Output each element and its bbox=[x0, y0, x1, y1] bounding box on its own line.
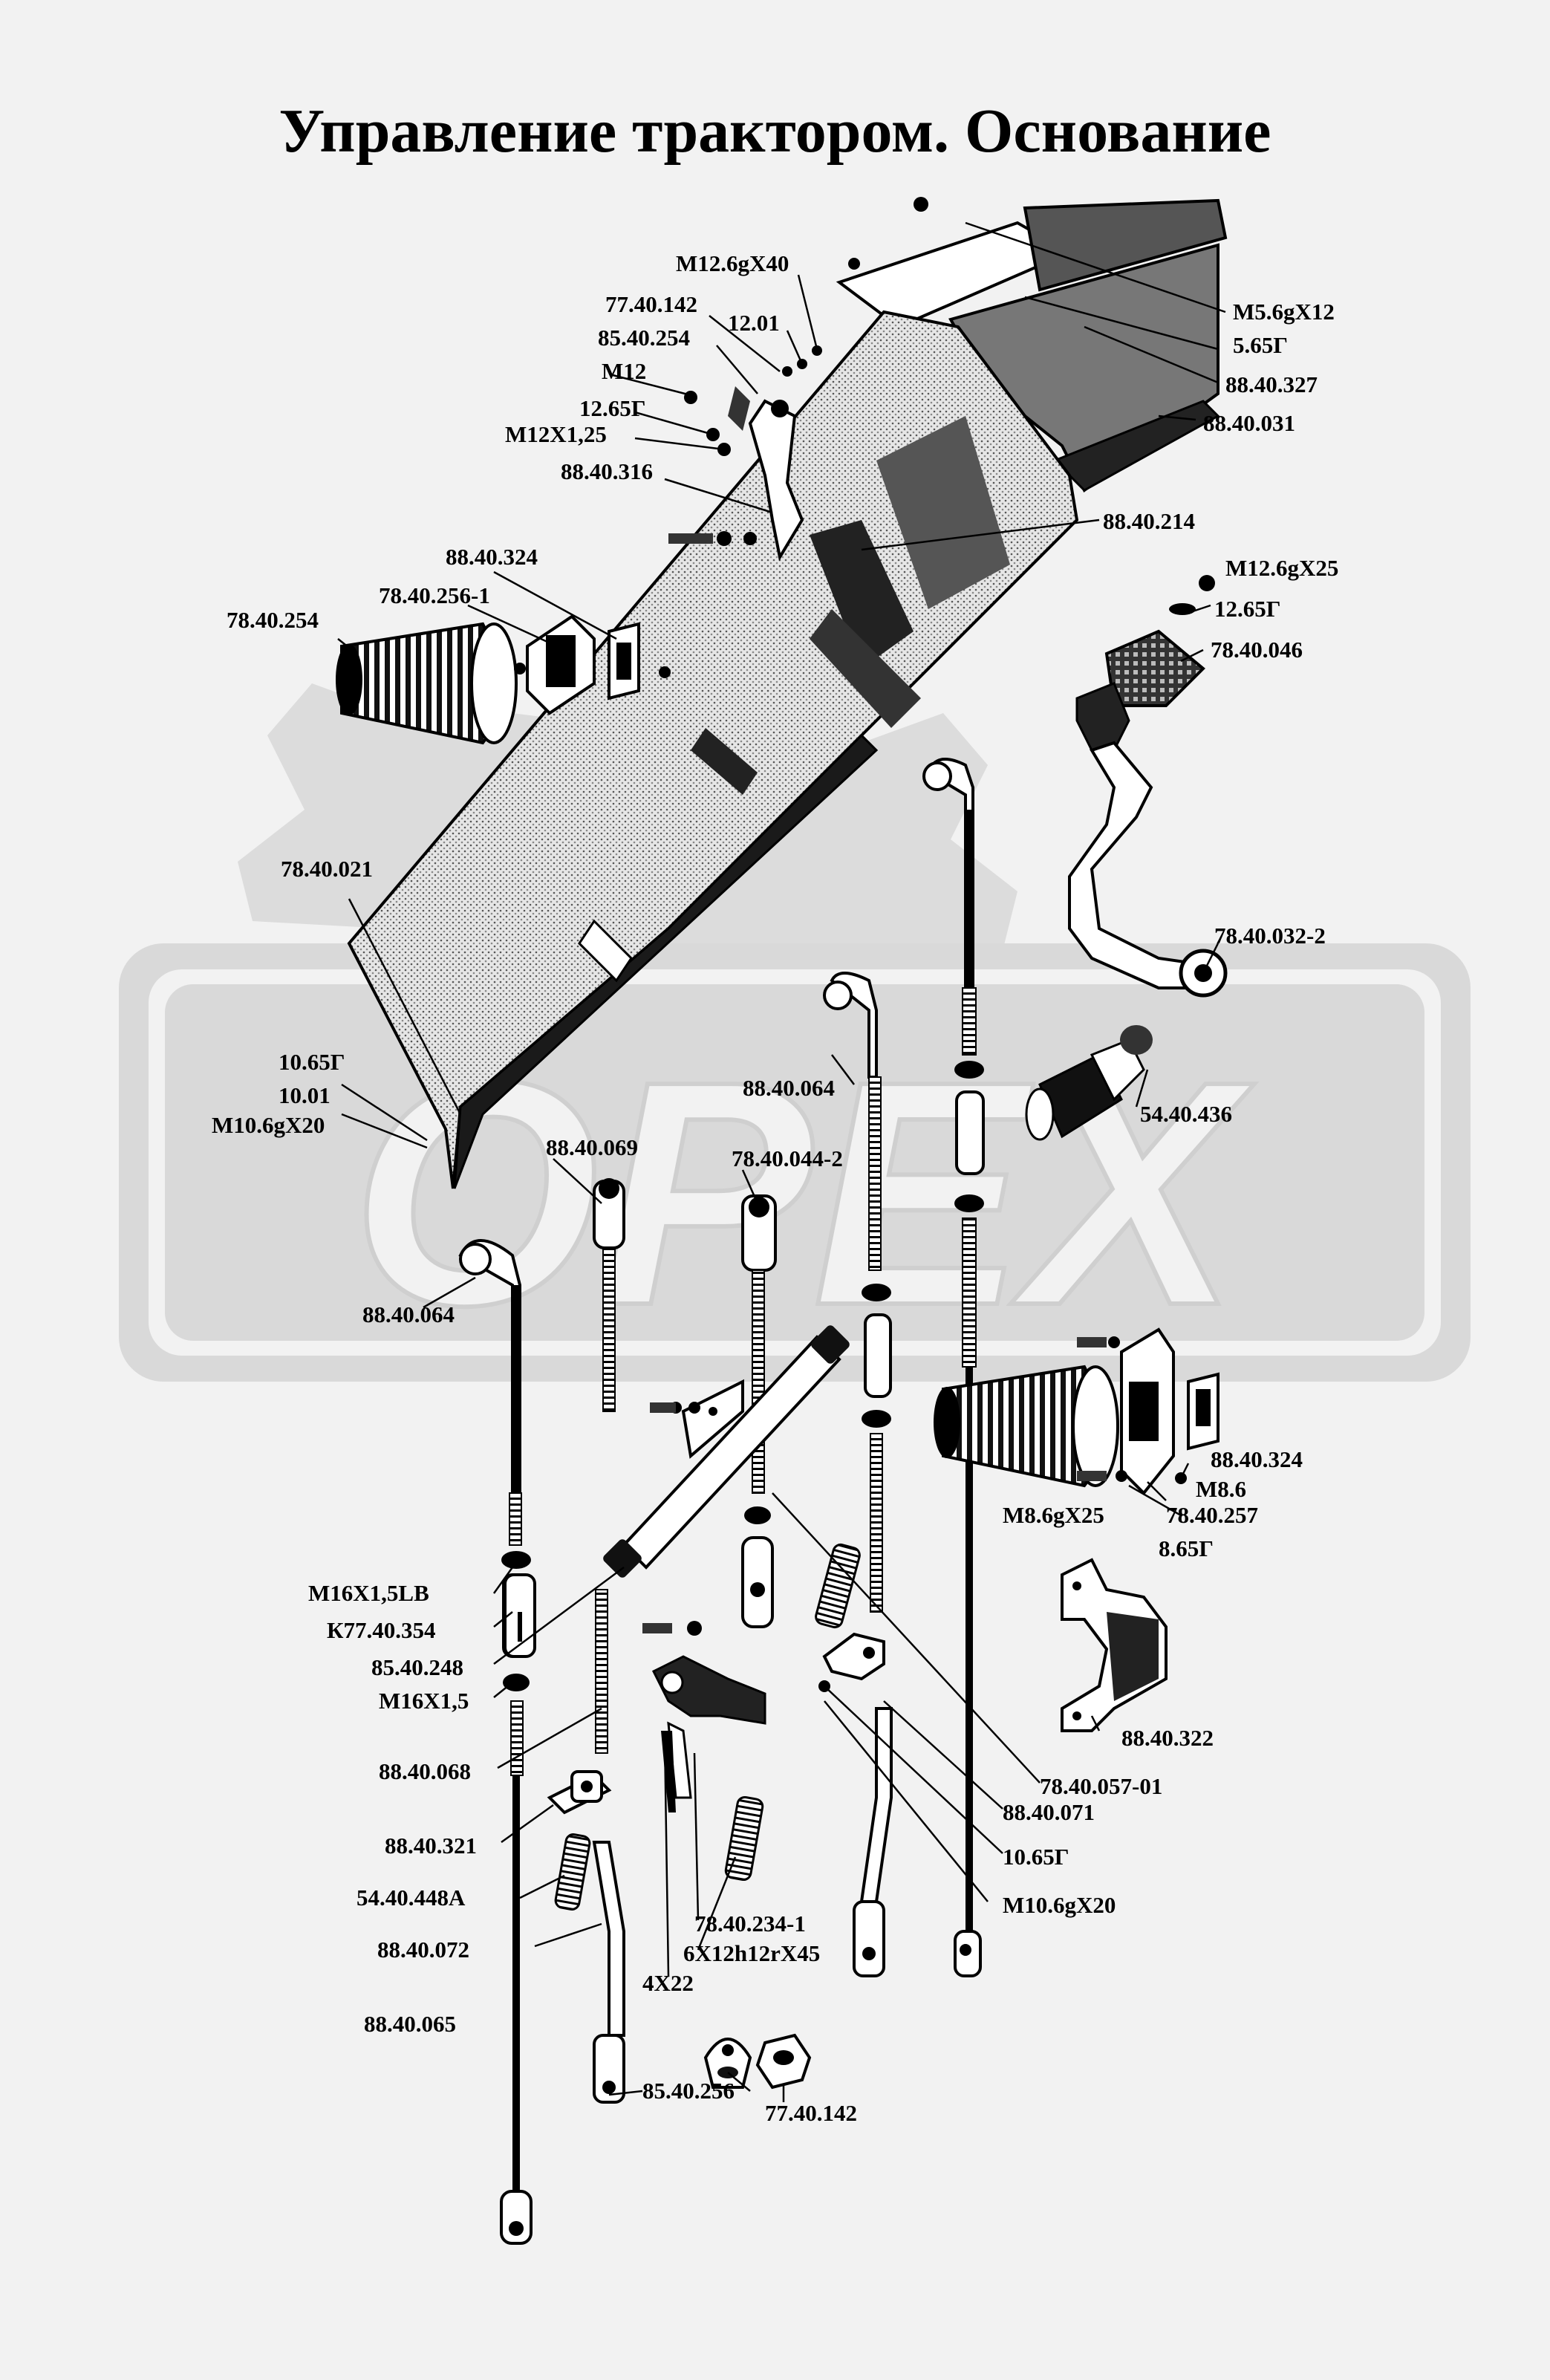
bracket-88-40-322 bbox=[1061, 1558, 1168, 1732]
boot-88-40-324-right bbox=[934, 1327, 1220, 1495]
label-88-40-321: 88.40.321 bbox=[385, 1833, 477, 1859]
label-m8-25: M8.6gX25 bbox=[1003, 1502, 1104, 1528]
label-12-65g-b: 12.65Г bbox=[1214, 596, 1280, 622]
rod-88-40-064-right bbox=[922, 758, 985, 1977]
label-12-65g: 12.65Г bbox=[579, 395, 645, 421]
label-77-40-142-bot: 77.40.142 bbox=[765, 2100, 857, 2126]
bracket-85-40-256 bbox=[703, 2038, 752, 2089]
label-88-40-071: 88.40.071 bbox=[1003, 1799, 1095, 1825]
label-78-40-021: 78.40.021 bbox=[281, 856, 373, 882]
lever-78-40-234-1 bbox=[642, 1621, 766, 1812]
label-m10-20-b: M10.6gX20 bbox=[1003, 1892, 1116, 1918]
rod-78-40-044-2 bbox=[741, 1194, 777, 1628]
label-k77-40-354: К77.40.354 bbox=[327, 1617, 435, 1643]
label-85-40-256: 85.40.256 bbox=[642, 2078, 735, 2104]
label-m12: M12 bbox=[602, 358, 646, 384]
label-12-01: 12.01 bbox=[728, 310, 780, 336]
yoke-k77-40-354 bbox=[504, 1573, 536, 1658]
label-m8-6: M8.6 bbox=[1196, 1476, 1246, 1502]
label-m16x15lb: M16X1,5LB bbox=[308, 1580, 429, 1606]
label-10-65g: 10.65Г bbox=[279, 1049, 345, 1075]
boot-78-40-254 bbox=[336, 614, 671, 745]
label-78-40-256-1: 78.40.256-1 bbox=[379, 582, 490, 608]
label-85-40-248: 85.40.248 bbox=[371, 1654, 463, 1680]
label-5-65g: 5.65Г bbox=[1233, 332, 1288, 358]
label-78-40-234-1: 78.40.234-1 bbox=[694, 1911, 806, 1937]
label-4x22: 4X22 bbox=[642, 1970, 694, 1996]
label-10-65g-b: 10.65Г bbox=[1003, 1844, 1069, 1870]
label-54-40-448a: 54.40.448А bbox=[356, 1885, 466, 1911]
label-88-40-316: 88.40.316 bbox=[561, 458, 653, 484]
label-8-65g: 8.65Г bbox=[1159, 1535, 1214, 1561]
label-88-40-031: 88.40.031 bbox=[1203, 410, 1295, 436]
rod-88-40-064-mid bbox=[823, 972, 892, 1613]
cross-shaft-78-40-057-01 bbox=[603, 1325, 850, 1578]
label-m12-25: M12.6gX25 bbox=[1225, 555, 1338, 581]
label-88-40-068: 88.40.068 bbox=[379, 1758, 471, 1784]
label-78-40-044-2: 78.40.044-2 bbox=[732, 1145, 843, 1171]
label-77-40-142-top: 77.40.142 bbox=[605, 291, 697, 317]
label-78-40-032-2: 78.40.032-2 bbox=[1214, 923, 1326, 949]
label-m10-20: M10.6gX20 bbox=[212, 1112, 325, 1138]
label-78-40-254: 78.40.254 bbox=[227, 607, 319, 633]
label-m12-40: M12.6gX40 bbox=[676, 250, 789, 276]
label-88-40-064-a: 88.40.064 bbox=[743, 1075, 835, 1101]
label-m5-12: M5.6gX12 bbox=[1233, 299, 1335, 325]
label-85-40-254: 85.40.254 bbox=[598, 325, 690, 351]
label-54-40-436: 54.40.436 bbox=[1140, 1101, 1232, 1127]
part-labels: M12.6gX40 77.40.142 85.40.254 12.01 M12 … bbox=[212, 250, 1338, 2126]
page-title: Управление трактором. Основание bbox=[279, 97, 1271, 166]
label-78-40-046: 78.40.046 bbox=[1211, 637, 1303, 663]
label-6x12: 6X12h12rX45 bbox=[683, 1940, 820, 1966]
label-m16x15: M16X1,5 bbox=[379, 1688, 469, 1714]
leader-lines bbox=[337, 221, 1226, 2102]
link-88-40-072 bbox=[592, 1841, 625, 2104]
label-88-40-064-b: 88.40.064 bbox=[362, 1301, 455, 1327]
nut-77-40-142 bbox=[755, 2033, 812, 2090]
base-plate-78-40-021 bbox=[347, 310, 1079, 1189]
top-cover-88-40-327 bbox=[836, 197, 1228, 492]
rod-88-40-065 bbox=[458, 1239, 533, 2245]
label-88-40-324-top: 88.40.324 bbox=[446, 544, 538, 570]
link-88-40-321 bbox=[547, 1770, 612, 1815]
label-10-01: 10.01 bbox=[279, 1082, 330, 1108]
label-78-40-257: 78.40.257 bbox=[1166, 1502, 1258, 1528]
label-88-40-214: 88.40.214 bbox=[1103, 508, 1195, 534]
label-m12x125: M12X1,25 bbox=[505, 421, 607, 447]
label-88-40-322: 88.40.322 bbox=[1121, 1725, 1214, 1751]
spring-54-40-436 bbox=[1025, 1025, 1153, 1141]
label-88-40-069: 88.40.069 bbox=[546, 1134, 638, 1160]
label-88-40-065: 88.40.065 bbox=[364, 2011, 456, 2037]
pin-88-40-068 bbox=[595, 1589, 608, 1754]
label-78-40-057-01: 78.40.057-01 bbox=[1040, 1773, 1162, 1799]
pedal-78-40-046 bbox=[1068, 575, 1228, 998]
label-88-40-072: 88.40.072 bbox=[377, 1937, 469, 1963]
link-88-40-071 bbox=[818, 1632, 893, 1977]
rod-88-40-069 bbox=[593, 1178, 625, 1412]
label-88-40-324-b: 88.40.324 bbox=[1211, 1446, 1303, 1472]
label-88-40-327: 88.40.327 bbox=[1225, 371, 1318, 397]
spring-54-40-448a bbox=[554, 1543, 861, 1911]
